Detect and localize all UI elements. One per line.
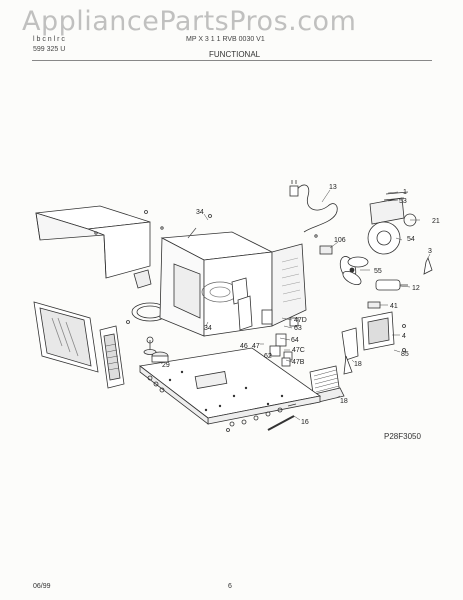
oven-cavity: [159, 227, 307, 337]
fan-bracket: [423, 256, 433, 275]
turntable-motor: [151, 351, 169, 363]
cavity-screws: [160, 214, 318, 238]
part-label-13: 13: [329, 184, 337, 191]
diode: [367, 301, 381, 309]
part-label-47B: 47B: [292, 359, 305, 366]
part-label-46: 46: [240, 343, 248, 350]
interlock-switches: [261, 309, 299, 367]
cavity-bracket: [133, 269, 152, 289]
part-label-4: 4: [402, 333, 406, 340]
capacitor: [375, 279, 408, 291]
part-label-34-top: 34: [196, 209, 204, 216]
part-label-47C: 47C: [292, 347, 305, 354]
part-label-1: 1: [403, 189, 407, 196]
outer-cabinet: [35, 205, 151, 279]
part-label-34-bottom: 34: [204, 325, 212, 332]
part-label-16: 16: [301, 419, 309, 426]
part-label-53: 53: [399, 198, 407, 205]
part-label-54: 54: [407, 236, 415, 243]
part-label-41: 41: [390, 303, 398, 310]
header-divider: [32, 60, 432, 61]
part-label-63: 63: [294, 325, 302, 332]
section-title: FUNCTIONAL: [209, 50, 261, 59]
part-label-18-lower: 18: [340, 398, 348, 405]
base-screws: [147, 375, 283, 432]
diagram-code: P28F3050: [384, 432, 421, 441]
header-publication-number: 599 325 U: [33, 46, 66, 53]
part-label-106: 106: [334, 237, 346, 244]
part-label-47: 47: [252, 343, 260, 350]
header-model-numbers: MP X 3 1 1 RVB 0030 V1: [186, 36, 265, 43]
power-cord: [289, 180, 338, 233]
base-plate: [139, 347, 321, 425]
base-bracket: [267, 403, 297, 431]
part-label-21: 21: [432, 218, 440, 225]
footer-page-number: 6: [228, 583, 232, 590]
footer-date: 06/99: [33, 583, 51, 590]
part-label-62: 62: [264, 353, 272, 360]
part-label-64: 64: [291, 337, 299, 344]
part-label-12: 12: [412, 285, 420, 292]
part-label-85: 85: [401, 351, 409, 358]
thermal-cutout: [319, 245, 333, 255]
magnetron-assembly: [341, 311, 406, 375]
part-label-18-upper: 18: [354, 361, 362, 368]
part-label-55: 55: [374, 268, 382, 275]
header-model-line: l b c n l r c: [33, 36, 65, 43]
door-assembly: [33, 301, 99, 373]
fan-blade: [339, 256, 369, 286]
part-label-3: 3: [428, 248, 432, 255]
watermark: AppliancePartsPros.com: [22, 6, 357, 37]
part-label-47D: 47D: [294, 317, 307, 324]
control-panel: [99, 320, 130, 389]
fan-motor-assembly: [367, 191, 417, 255]
part-label-29: 29: [162, 362, 170, 369]
